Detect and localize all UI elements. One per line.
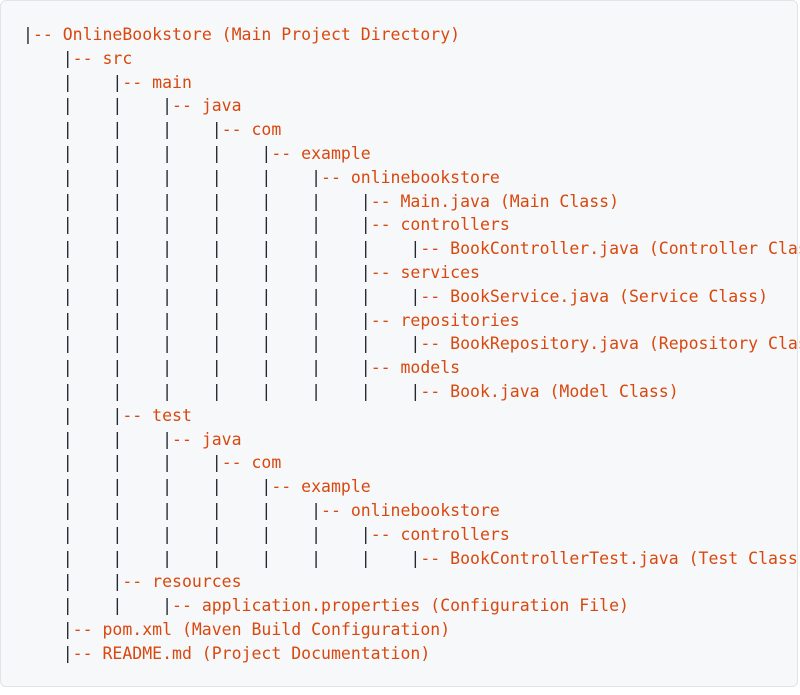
tree-entry: -- controllers — [370, 524, 510, 544]
tree-guide: | | — [23, 72, 123, 92]
directory-tree: |-- OnlineBookstore (Main Project Direct… — [23, 23, 800, 666]
tree-entry: -- onlinebookstore — [321, 500, 500, 520]
tree-entry: -- com — [221, 120, 282, 140]
tree-guide: | | | | | | | — [23, 191, 371, 211]
tree-line: |-- pom.xml (Maven Build Configuration) — [23, 618, 800, 642]
tree-guide: | | | | | | — [23, 500, 322, 520]
tree-guide: | | | — [23, 96, 173, 116]
tree-line: | | | |-- com — [23, 118, 800, 142]
tree-entry: -- OnlineBookstore (Main Project Directo… — [32, 25, 461, 44]
tree-guide: | — [23, 643, 73, 663]
tree-guide: | | | | | | | | — [23, 548, 421, 568]
tree-entry: -- README.md (Project Documentation) — [72, 643, 431, 663]
tree-line: | | | | | | | |-- BookController.java (C… — [23, 237, 800, 261]
tree-line: | | | | | | | |-- BookControllerTest.jav… — [23, 547, 800, 571]
tree-line: | | |-- java — [23, 94, 800, 118]
tree-guide: | | | | — [23, 453, 222, 473]
tree-entry: -- Book.java (Model Class) — [420, 381, 679, 401]
tree-guide: | — [23, 25, 33, 44]
tree-entry: -- onlinebookstore — [321, 167, 500, 187]
tree-guide: | | — [23, 405, 123, 425]
tree-guide: | | | | | | | — [23, 215, 371, 235]
tree-guide: | | | | | | | — [23, 262, 371, 282]
tree-line: | | | | | | |-- Main.java (Main Class) — [23, 190, 800, 214]
tree-line: |-- src — [23, 47, 800, 71]
tree-entry: -- pom.xml (Maven Build Configuration) — [72, 619, 451, 639]
tree-line: | |-- test — [23, 404, 800, 428]
tree-guide: | | | — [23, 429, 173, 449]
tree-entry: -- BookRepository.java (Repository Class… — [420, 334, 800, 354]
tree-entry: -- BookService.java (Service Class) — [420, 286, 769, 306]
tree-line: | | |-- java — [23, 428, 800, 452]
tree-guide: | | | | | | | | — [23, 334, 421, 354]
tree-entry: -- models — [370, 358, 461, 378]
tree-line: | | | | | | |-- services — [23, 261, 800, 285]
tree-guide: | | — [23, 572, 123, 592]
tree-guide: | | | | | — [23, 477, 272, 497]
tree-guide: | | | — [23, 596, 173, 616]
tree-guide: | | | | | | — [23, 167, 322, 187]
tree-line: | | | | | | | |-- BookRepository.java (R… — [23, 332, 800, 356]
tree-guide: | | | | | — [23, 143, 272, 163]
tree-entry: -- example — [271, 477, 371, 497]
tree-entry: -- example — [271, 143, 371, 163]
tree-line: | | | | | | |-- models — [23, 356, 800, 380]
tree-line: | |-- main — [23, 71, 800, 95]
tree-entry: -- BookController.java (Controller Class… — [420, 239, 800, 259]
tree-line: | | | | |-- example — [23, 142, 800, 166]
tree-line: | | | | | | | |-- Book.java (Model Class… — [23, 380, 800, 404]
tree-entry: -- BookControllerTest.java (Test Class) — [420, 548, 800, 568]
tree-entry: -- com — [221, 453, 282, 473]
tree-line: | | | | | |-- onlinebookstore — [23, 166, 800, 190]
tree-line: |-- README.md (Project Documentation) — [23, 642, 800, 666]
tree-guide: | | | | | | | — [23, 310, 371, 330]
tree-guide: | — [23, 48, 73, 68]
tree-guide: | | | | | | | — [23, 358, 371, 378]
tree-line: | | | | | | |-- controllers — [23, 213, 800, 237]
tree-entry: -- test — [122, 405, 192, 425]
tree-line: | | | |-- com — [23, 451, 800, 475]
tree-entry: -- java — [172, 96, 242, 116]
tree-guide: | | | | | | | | — [23, 286, 421, 306]
tree-guide: | — [23, 619, 73, 639]
tree-entry: -- controllers — [370, 215, 510, 235]
tree-entry: -- application.properties (Configuration… — [172, 596, 629, 616]
tree-line: | | | | | |-- onlinebookstore — [23, 499, 800, 523]
tree-entry: -- java — [172, 429, 242, 449]
tree-guide: | | | | | | | | — [23, 381, 421, 401]
tree-entry: -- main — [122, 72, 192, 92]
tree-entry: -- src — [72, 48, 133, 68]
tree-entry: -- Main.java (Main Class) — [370, 191, 620, 211]
tree-guide: | | | | | | | — [23, 524, 371, 544]
tree-line: | |-- resources — [23, 570, 800, 594]
tree-guide: | | | | | | | | — [23, 239, 421, 259]
tree-line: |-- OnlineBookstore (Main Project Direct… — [23, 23, 800, 47]
tree-guide: | | | | — [23, 120, 222, 140]
tree-entry: -- resources — [122, 572, 242, 592]
tree-line: | | | | | | |-- repositories — [23, 309, 800, 333]
tree-line: | | | | | | | |-- BookService.java (Serv… — [23, 285, 800, 309]
tree-entry: -- services — [370, 262, 480, 282]
tree-line: | | |-- application.properties (Configur… — [23, 594, 800, 618]
tree-entry: -- repositories — [370, 310, 520, 330]
tree-line: | | | | |-- example — [23, 475, 800, 499]
tree-line: | | | | | | |-- controllers — [23, 523, 800, 547]
